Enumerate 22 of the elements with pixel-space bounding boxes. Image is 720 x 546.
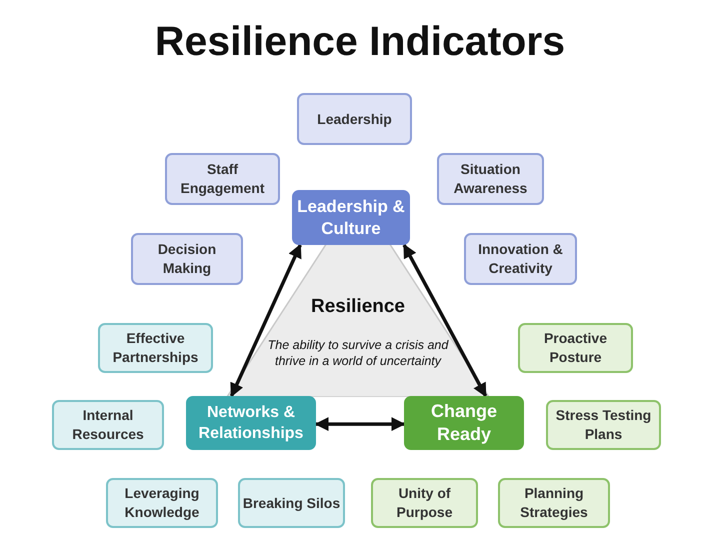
indicator-box: Internal Resources	[52, 400, 164, 450]
category-box: Networks & Relationships	[186, 396, 316, 450]
title: Resilience Indicators	[154, 18, 566, 65]
indicator-box: Leadership	[297, 93, 412, 145]
indicator-box: Staff Engagement	[165, 153, 280, 205]
indicator-box: Unity of Purpose	[371, 478, 478, 528]
category-box: Change Ready	[404, 396, 524, 450]
category-box: Leadership & Culture	[292, 190, 410, 245]
double-arrow	[402, 244, 488, 398]
indicator-box: Breaking Silos	[238, 478, 345, 528]
description: The ability to survive a crisis and thrive in a world of uncertainty	[266, 337, 450, 369]
indicator-box: Innovation & Creativity	[464, 233, 577, 285]
indicator-box: Decision Making	[131, 233, 243, 285]
double-arrow	[314, 417, 406, 432]
indicator-box: Proactive Posture	[518, 323, 633, 373]
indicator-box: Stress Testing Plans	[546, 400, 661, 450]
indicator-box: Situation Awareness	[437, 153, 544, 205]
indicator-box: Planning Strategies	[498, 478, 610, 528]
indicator-box: Leveraging Knowledge	[106, 478, 218, 528]
double-arrow	[230, 244, 302, 398]
heading: Resilience	[310, 296, 406, 318]
indicator-box: Effective Partnerships	[98, 323, 213, 373]
